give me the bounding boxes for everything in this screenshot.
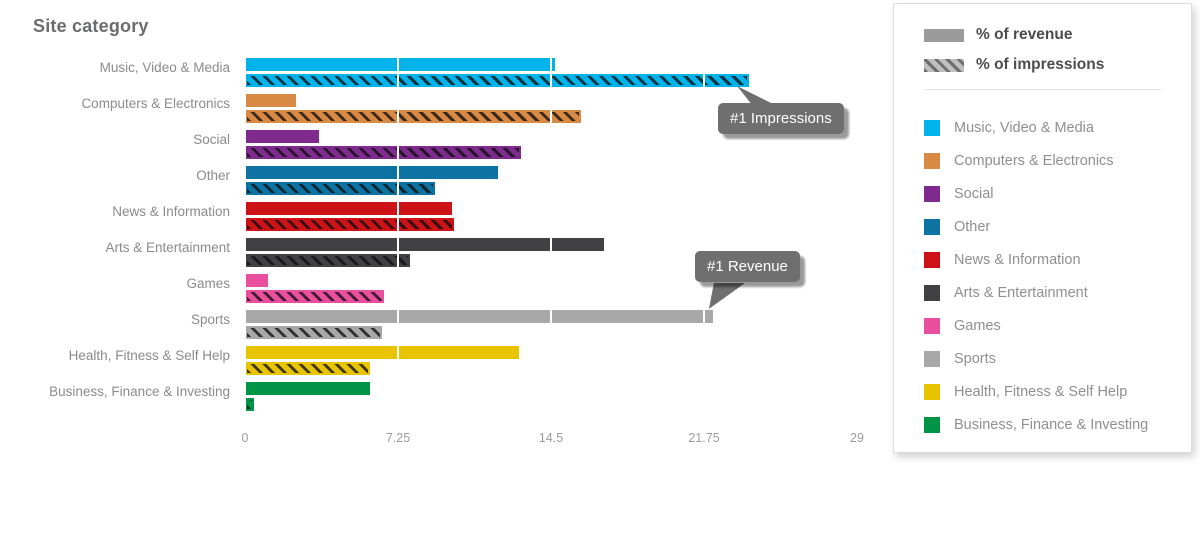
legend-item-swatch [924,416,940,433]
callout-impressions-text: #1 Impressions [730,110,832,127]
category-label: Computers & Electronics [81,96,230,111]
legend-item: Other [924,210,1191,243]
gridline [703,42,705,429]
legend-item-swatch [924,251,940,268]
category-label: Other [196,168,230,183]
callout-revenue-text: #1 Revenue [707,258,788,275]
legend-item: Computers & Electronics [924,144,1191,177]
revenue-bar [245,238,604,251]
impressions-swatch [924,58,964,72]
gridline [856,42,858,429]
legend-item-swatch [924,185,940,202]
category-label: Games [186,276,230,291]
impressions-bar [245,326,383,339]
revenue-bar [245,202,452,215]
chart-title: Site category [33,16,149,36]
impressions-bar [245,290,385,303]
legend-item-label: Other [954,218,991,235]
legend-item-label: Business, Finance & Investing [954,416,1149,433]
impressions-bar [245,398,255,411]
impressions-bar [245,146,522,159]
category-label: Arts & Entertainment [105,240,230,255]
revenue-key-label: % of revenue [976,26,1073,43]
legend-item-label: Health, Fitness & Self Help [954,383,1128,400]
legend-item: Games [924,309,1191,342]
revenue-bar [245,382,370,395]
legend-item-label: News & Information [954,251,1081,268]
impressions-bar [245,362,370,375]
x-tick-label: 21.75 [688,431,720,445]
revenue-bar [245,130,319,143]
callout-revenue: #1 Revenue [695,251,800,282]
x-tick-label: 7.25 [385,431,411,445]
legend-item-label: Social [954,185,994,202]
legend-item-swatch [924,317,940,334]
legend-item-label: Games [954,317,1001,334]
legend-item: News & Information [924,243,1191,276]
legend-item: Arts & Entertainment [924,276,1191,309]
callout-impressions: #1 Impressions [718,103,844,134]
revenue-bar [245,94,296,107]
x-tick-label: 29 [850,431,864,445]
revenue-bar [245,166,499,179]
legend-item-label: Music, Video & Media [954,119,1094,136]
legend-item-swatch [924,383,940,400]
legend-key-revenue: % of revenue [924,20,1191,50]
impressions-bar [245,182,435,195]
revenue-bar [245,274,269,287]
legend-item: Social [924,177,1191,210]
gridline [397,42,399,429]
legend-item: Business, Finance & Investing [924,408,1191,441]
x-tick-label: 0 [241,431,249,445]
legend-item: Health, Fitness & Self Help [924,375,1191,408]
impressions-bar [245,254,410,267]
impressions-bar [245,218,454,231]
legend-item-label: Arts & Entertainment [954,284,1088,301]
legend-item-swatch [924,284,940,301]
impressions-bar [245,110,581,123]
legend-item-swatch [924,218,940,235]
category-label: Business, Finance & Investing [49,384,230,399]
revenue-bar [245,346,520,359]
category-label: Health, Fitness & Self Help [68,348,230,363]
legend-item-label: Sports [954,350,996,367]
impressions-key-label: % of impressions [976,56,1105,73]
legend-item-swatch [924,119,940,136]
gridline [244,42,246,429]
revenue-bar [245,58,556,71]
category-label: News & Information [112,204,230,219]
legend-item-swatch [924,350,940,367]
legend-card: % of revenue % of impressions Music, Vid… [893,3,1192,453]
legend-divider [924,89,1161,90]
legend-item: Sports [924,342,1191,375]
category-label: Social [193,132,230,147]
x-tick-label: 14.5 [538,431,564,445]
category-label: Sports [190,312,230,327]
revenue-bar [245,310,714,323]
legend-key-impressions: % of impressions [924,50,1191,80]
category-label: Music, Video & Media [99,60,230,75]
legend-item-swatch [924,152,940,169]
revenue-swatch [924,28,964,42]
callout-revenue-tail [708,283,745,309]
legend-item-label: Computers & Electronics [954,152,1114,169]
legend-item: Music, Video & Media [924,111,1191,144]
gridline [550,42,552,429]
impressions-bar [245,74,750,87]
